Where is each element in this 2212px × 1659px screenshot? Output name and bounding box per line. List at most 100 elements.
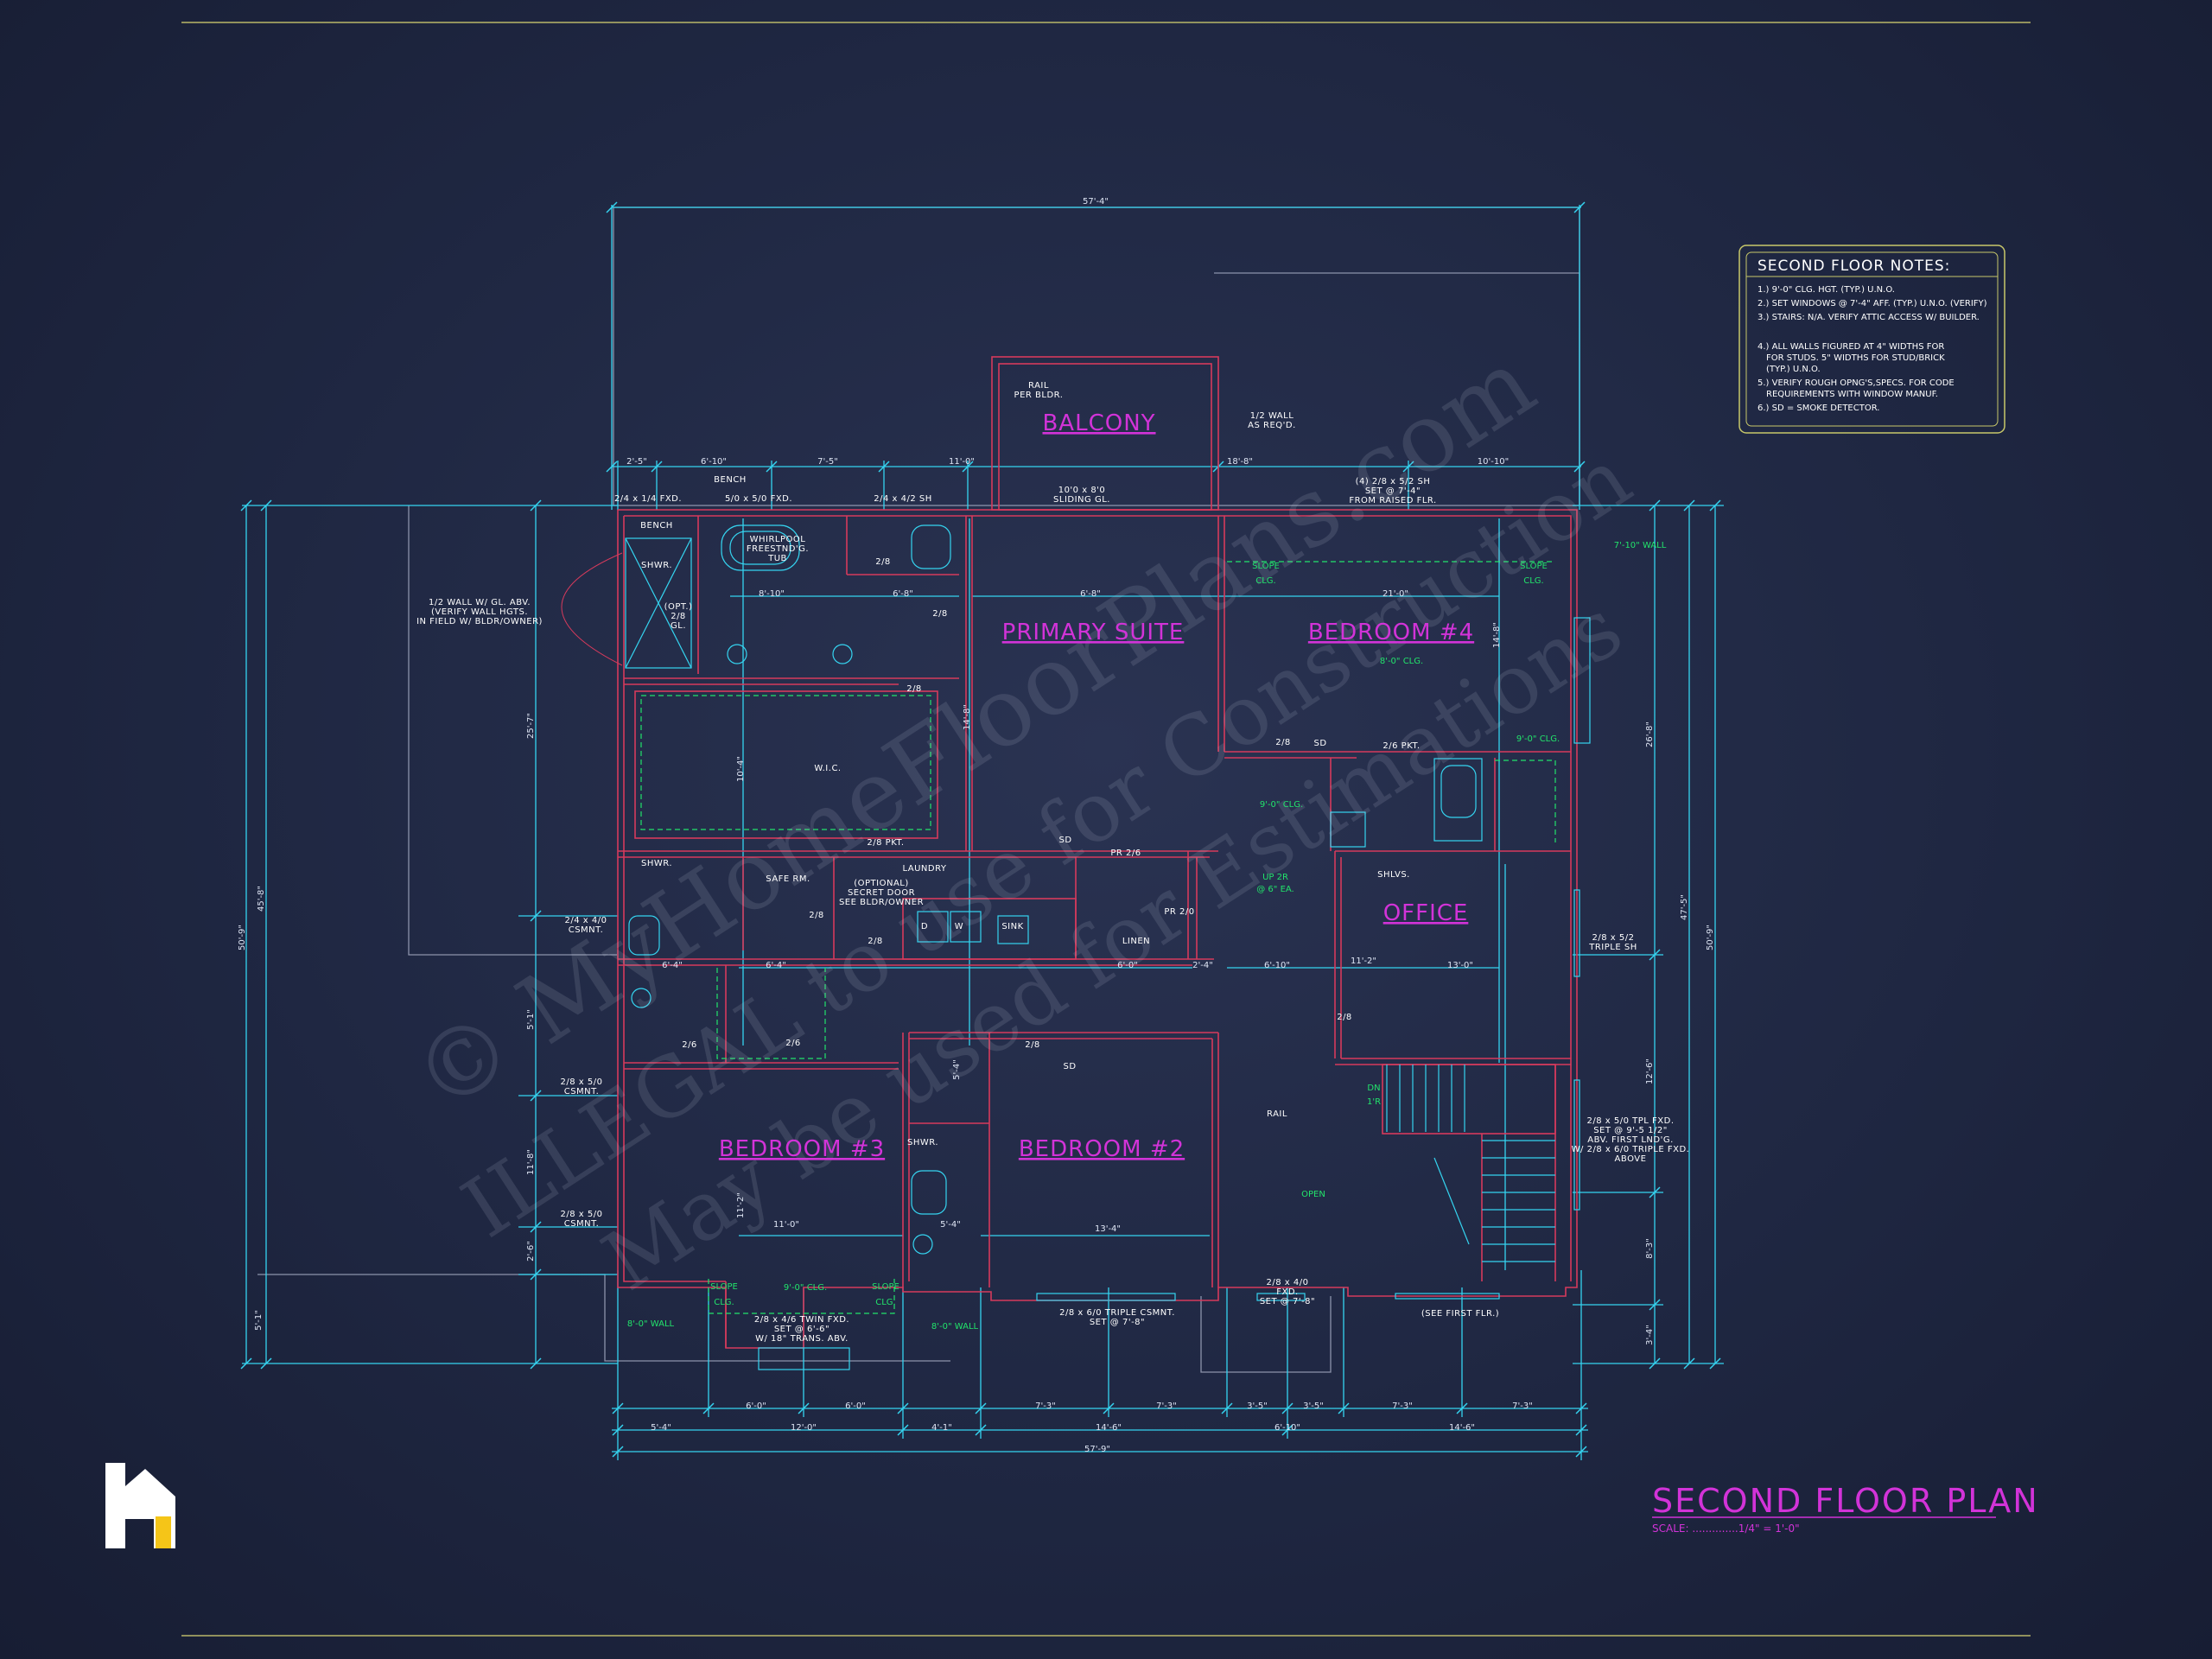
label-ceiling-8: 8'-0" CLG. xyxy=(1380,657,1423,666)
label-pocket-door-2: 2/6 PKT. xyxy=(1382,741,1420,751)
label-stair-window-1: 2/8 x 5/0 TPL FXD. xyxy=(1586,1116,1674,1126)
label-rail-1: RAIL xyxy=(1028,381,1049,391)
dim-bottom-2-3: 4'-1" xyxy=(931,1423,952,1433)
dim-interior-7: 14'-8" xyxy=(963,704,972,730)
label-door-7: 2/8 xyxy=(1337,1013,1352,1022)
dim-left-seg-2: 5'-1" xyxy=(526,1009,536,1030)
note-5b: REQUIREMENTS WITH WINDOW MANUF. xyxy=(1766,390,1938,399)
dim-left-inner: 45'-8" xyxy=(257,886,266,912)
label-door-10: 2/6 xyxy=(785,1039,801,1048)
dim-bottom-2-2: 12'-0" xyxy=(791,1423,817,1433)
dim-right-inner: 47'-5" xyxy=(1680,894,1689,920)
label-tub-3: TUB xyxy=(767,554,787,563)
note-3: 3.) STAIRS: N/A. VERIFY ATTIC ACCESS W/ … xyxy=(1758,313,1980,322)
label-up-note-2: @ 6" EA. xyxy=(1256,885,1294,894)
dim-right-seg-1: 26'-8" xyxy=(1645,721,1655,747)
label-window-fxd-1: 2/4 x 1/4 FXD. xyxy=(614,494,682,504)
label-fixed-window-3: SET @ 7'-8" xyxy=(1260,1297,1315,1306)
label-triple-sh-2: TRIPLE SH xyxy=(1588,943,1637,952)
dim-interior-3: 6'-8" xyxy=(1080,589,1101,599)
label-triple-casement-2: SET @ 7'-8" xyxy=(1090,1318,1145,1327)
label-stair-window-2: SET @ 9'-5 1/2" xyxy=(1593,1126,1668,1135)
room-label-bedroom-3: BEDROOM #3 xyxy=(719,1136,885,1162)
dim-interior-1: 8'-10" xyxy=(759,589,785,599)
room-label-bedroom-2: BEDROOM #2 xyxy=(1019,1136,1185,1162)
label-tub-2: FREESTND'G. xyxy=(747,544,809,554)
label-half-wall-note-3: IN FIELD W/ BLDR/OWNER) xyxy=(416,617,543,626)
second-floor-notes: SECOND FLOOR NOTES: 1.) 9'-0" CLG. HGT. … xyxy=(1738,245,2005,434)
label-pocket-door-1: 2/8 PKT. xyxy=(867,838,904,848)
dim-interior-12: 13'-0" xyxy=(1447,961,1473,970)
label-shower: SHWR. xyxy=(641,561,672,570)
dim-right-seg-2: 12'-6" xyxy=(1645,1058,1655,1084)
dim-right-outer: 50'-9" xyxy=(1706,925,1715,950)
dim-interior-2: 6'-8" xyxy=(893,589,913,599)
dim-bottom-2-1: 5'-4" xyxy=(651,1423,671,1433)
label-see-first-floor: (SEE FIRST FLR.) xyxy=(1421,1309,1499,1319)
dim-interior-11: 11'-2" xyxy=(1351,957,1376,966)
label-slope-clg-1: CLG. xyxy=(1255,576,1275,586)
label-casement-b3-2: CSMNT. xyxy=(564,1087,600,1096)
dim-right-seg-3: 8'-3" xyxy=(1645,1238,1655,1259)
label-smoke-detector-3: SD xyxy=(1063,1062,1076,1071)
label-casement-b3-1: 2/8 x 5/0 xyxy=(561,1077,603,1087)
dim-bottom-1-4: 7'-3" xyxy=(1156,1402,1177,1411)
dim-left-outer: 50'-9" xyxy=(238,925,247,950)
fixtures xyxy=(625,524,1591,1370)
dim-bottom-1-3: 7'-3" xyxy=(1035,1402,1056,1411)
label-slope-clg-3: CLG. xyxy=(714,1298,734,1307)
dim-bottom-1-1: 6'-0" xyxy=(746,1402,766,1411)
dim-bottom-1-2: 6'-0" xyxy=(845,1402,866,1411)
label-opt-glass-1: (OPT.) xyxy=(664,602,693,612)
label-one-riser: 1'R xyxy=(1367,1097,1381,1107)
label-wall-8-b: 8'-0" WALL xyxy=(931,1322,979,1332)
label-door-2: 2/8 xyxy=(932,609,948,619)
label-bench: BENCH xyxy=(640,521,673,531)
label-half-wall-2: AS REQ'D. xyxy=(1248,421,1296,430)
label-bench-top: BENCH xyxy=(714,475,747,485)
note-6: 6.) SD = SMOKE DETECTOR. xyxy=(1758,404,1879,413)
label-sliding-1: 10'0 x 8'0 xyxy=(1058,486,1106,495)
dim-interior-14: 6'-4" xyxy=(766,961,786,970)
label-half-wall-note-1: 1/2 WALL W/ GL. ABV. xyxy=(429,598,531,607)
label-triple-sh-1: 2/8 x 5/2 xyxy=(1592,933,1635,943)
label-window-top-1: (4) 2/8 x 5/2 SH xyxy=(1356,477,1431,486)
label-wall-7-10: 7'-10" WALL xyxy=(1614,541,1667,550)
label-secret-door-2: SECRET DOOR xyxy=(848,888,915,898)
label-dryer: D xyxy=(921,922,928,931)
room-label-bedroom-4: BEDROOM #4 xyxy=(1308,620,1474,645)
label-door-8: 2/8 xyxy=(1025,1040,1040,1050)
dim-bottom-2-4: 14'-6" xyxy=(1096,1423,1122,1433)
plan-title: SECOND FLOOR PLAN xyxy=(1652,1482,2039,1520)
label-casement-left-2: CSMNT. xyxy=(569,925,604,935)
label-twin-window-1: 2/8 x 4/6 TWIN FXD. xyxy=(754,1315,849,1325)
dim-interior-15: 11'-2" xyxy=(736,1192,746,1218)
note-5: 5.) VERIFY ROUGH OPNG'S,SPECS. FOR CODE xyxy=(1758,378,1955,388)
note-2: 2.) SET WINDOWS @ 7'-4" AFF. (TYP.) U.N.… xyxy=(1758,299,1987,308)
ceiling-lines xyxy=(640,561,1556,1314)
dim-bottom-1-8: 7'-3" xyxy=(1512,1402,1533,1411)
dim-top-1: 2'-5" xyxy=(626,457,647,467)
dimension-ticks xyxy=(240,201,1721,1458)
label-smoke-detector-1: SD xyxy=(1058,836,1071,845)
label-washer: W xyxy=(955,922,963,931)
room-label-laundry: LAUNDRY xyxy=(902,864,946,874)
label-shelves: SHLVS. xyxy=(1377,870,1410,880)
dim-top-2: 6'-10" xyxy=(701,457,727,467)
label-casement-b3-3: 2/8 x 5/0 xyxy=(561,1210,603,1219)
label-rail: RAIL xyxy=(1267,1109,1287,1119)
label-ceiling-9-a: 9'-0" CLG. xyxy=(1260,800,1303,810)
room-label-safe-room: SAFE RM. xyxy=(766,874,810,884)
room-label-balcony: BALCONY xyxy=(1042,410,1155,436)
label-door-1: 2/8 xyxy=(875,557,891,567)
label-slope-4: SLOPE xyxy=(872,1282,899,1292)
label-stair-window-5: ABOVE xyxy=(1615,1154,1647,1164)
label-window-fxd-2: 5/0 x 5/0 FXD. xyxy=(725,494,792,504)
label-open: OPEN xyxy=(1301,1190,1325,1199)
room-label-linen: LINEN xyxy=(1122,937,1150,946)
half-wall-arc xyxy=(561,552,623,666)
label-twin-window-3: W/ 18" TRANS. ABV. xyxy=(755,1334,849,1344)
notes-border-inner xyxy=(1745,251,1999,427)
label-shower-2: SHWR. xyxy=(641,859,672,868)
